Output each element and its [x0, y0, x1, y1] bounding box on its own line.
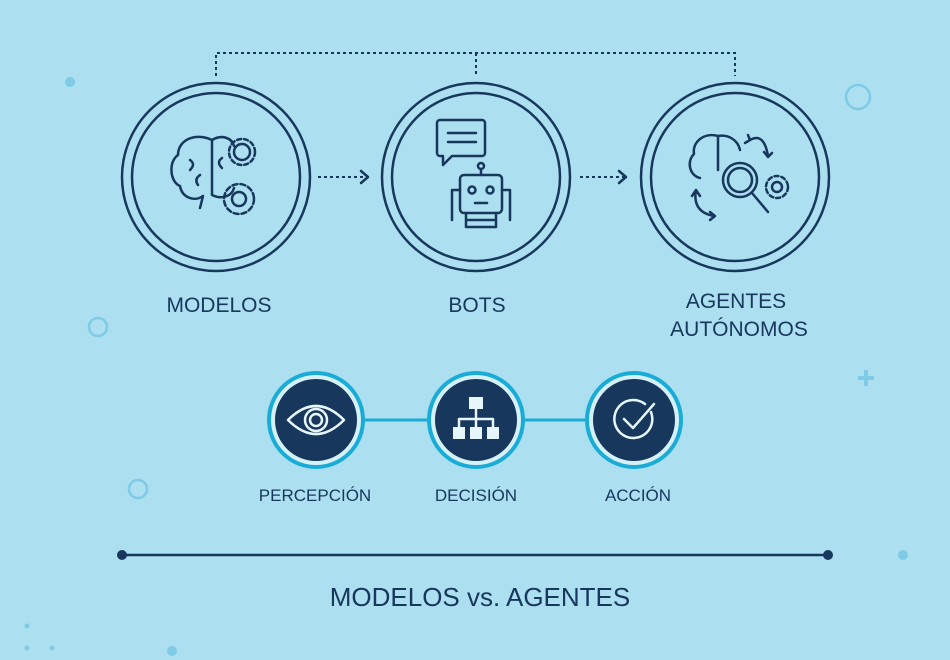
eye-icon	[286, 404, 346, 436]
stage-modelos: MODELOS	[120, 81, 312, 317]
brain-gears-icon	[170, 135, 257, 216]
hierarchy-icon	[453, 397, 499, 439]
robot-chat-icon	[435, 118, 512, 229]
divider-line	[117, 550, 833, 560]
stage-label-line2: AUTÓNOMOS	[670, 318, 808, 341]
stage-bots: BOTS	[380, 81, 572, 317]
arrow-right-icon	[580, 169, 628, 185]
stage-label: BOTS	[448, 294, 505, 317]
page-title: MODELOS vs. AGENTES	[330, 582, 631, 612]
cycle-decision: DECISIÓN	[427, 371, 525, 505]
stage-label: MODELOS	[166, 294, 271, 317]
cycle-label: PERCEPCIÓN	[259, 486, 371, 505]
cycle-percepcion: PERCEPCIÓN	[259, 371, 371, 505]
stage-agentes-autonomos: AGENTES AUTÓNOMOS	[639, 81, 831, 341]
stage-label-line1: AGENTES	[686, 290, 786, 313]
check-circle-icon	[613, 398, 656, 440]
cycle-label: DECISIÓN	[435, 486, 517, 505]
dotted-connector	[215, 52, 736, 76]
brain-search-cycle-icon	[688, 133, 790, 222]
decorative-dots	[24, 77, 908, 656]
cycle-accion: ACCIÓN	[585, 371, 683, 505]
arrow-right-icon	[318, 169, 370, 185]
cycle-label: ACCIÓN	[605, 486, 671, 505]
